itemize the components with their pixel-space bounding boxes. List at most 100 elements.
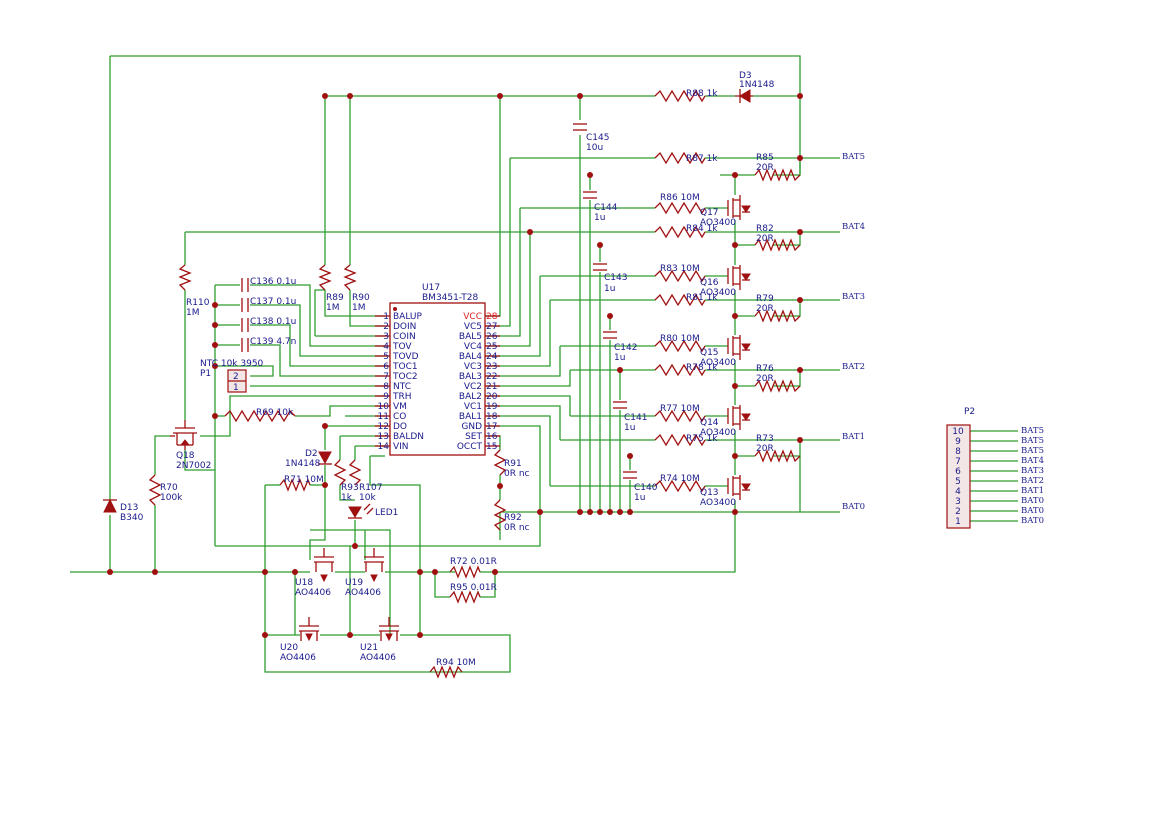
r83-label: R83 10M <box>660 264 700 274</box>
ic-pin-name: SET <box>465 432 482 442</box>
p2-pin-number: 1 <box>955 517 961 527</box>
d2-value: 1N4148 <box>285 459 321 469</box>
ic-pin-name: CO <box>393 412 406 422</box>
ic-pin-name: DOIN <box>393 322 416 332</box>
c139-label: C139 4.7n <box>250 337 296 347</box>
junction-dots <box>107 93 803 638</box>
r70-ref: R70 <box>160 483 178 493</box>
p2-pin-number: 9 <box>955 437 961 447</box>
r89-value: 1M <box>326 303 340 313</box>
p2-net-label: BAT5 <box>1021 426 1044 436</box>
c141-value: 1u <box>624 423 635 433</box>
u20-mosfet <box>299 617 319 642</box>
ic-pin-number: 18 <box>486 412 498 422</box>
ic-pin-number: 27 <box>486 322 497 332</box>
p1-connector <box>227 369 247 393</box>
r110-value: 1M <box>186 308 200 318</box>
led1-diode <box>348 503 374 519</box>
ic-pin-name: VIN <box>393 442 409 452</box>
d13-diode <box>103 498 117 513</box>
r73-ref: R73 <box>756 434 774 444</box>
c145-ref: C145 <box>586 133 609 143</box>
ic-pin-number: 13 <box>378 432 389 442</box>
c142-value: 1u <box>614 353 625 363</box>
labels: D3 1N4148 R88 1k C145 10u R87 1k R85 20R… <box>120 71 975 668</box>
ic-pin-number: 9 <box>383 392 389 402</box>
r85-value: 20R <box>756 163 774 173</box>
ic-pin-name: NTC <box>393 382 411 392</box>
ic-pin-number: 23 <box>486 362 497 372</box>
r79-ref: R79 <box>756 294 774 304</box>
p2-pin-number: 5 <box>955 477 961 487</box>
c144-value: 1u <box>594 213 605 223</box>
u19-mosfet <box>364 548 384 583</box>
ic-pin-name: VC5 <box>464 322 482 332</box>
d2-ref: D2 <box>305 449 318 459</box>
q16-ref: Q16 <box>700 278 719 288</box>
r89-ref: R89 <box>326 293 344 303</box>
ic-pin-name: DO <box>393 422 407 432</box>
c143-value: 1u <box>604 284 615 294</box>
r93-value: 1k <box>341 493 353 503</box>
r77-label: R77 10M <box>660 404 700 414</box>
ic-pin-number: 19 <box>486 402 498 412</box>
ic-pin-number: 21 <box>486 382 497 392</box>
ic-pin-name: VC2 <box>464 382 482 392</box>
r94-label: R94 10M <box>436 658 476 668</box>
r75-label: R75 1k <box>686 434 718 444</box>
u21-mosfet <box>379 617 399 642</box>
ic-pin-number: 16 <box>486 432 498 442</box>
r88-label: R88 1k <box>686 89 718 99</box>
c141-ref: C141 <box>624 413 647 423</box>
p2-net-label: BAT1 <box>1021 486 1044 496</box>
ic-pin-number: 24 <box>486 352 498 362</box>
q15-ref: Q15 <box>700 348 719 358</box>
r71-label: R71 10M <box>284 475 324 485</box>
q15-value: AO3400 <box>700 358 736 368</box>
c145-value: 10u <box>586 143 603 153</box>
r86-label: R86 10M <box>660 193 700 203</box>
u20-ref: U20 <box>280 643 298 653</box>
r107-value: 10k <box>359 493 376 503</box>
ic-pin-name: VC1 <box>464 402 482 412</box>
q14-mosfet <box>727 405 751 430</box>
ic-pin-number: 22 <box>486 372 497 382</box>
q13-ref: Q13 <box>700 488 719 498</box>
d3-ref: D3 <box>739 71 752 81</box>
ic-pin-number: 1 <box>383 312 389 322</box>
ic-pin-name: VM <box>393 402 407 412</box>
c140-value: 1u <box>634 493 645 503</box>
net-bat0: BAT0 <box>842 502 865 512</box>
ic-pin-number: 26 <box>486 332 498 342</box>
r70-value: 100k <box>160 493 183 503</box>
r78-label: R78 1k <box>686 363 718 373</box>
ic-pin-number: 8 <box>383 382 389 392</box>
c136-label: C136 0.1u <box>250 277 296 287</box>
q17-ref: Q17 <box>700 208 719 218</box>
q18-ref: Q18 <box>176 451 195 461</box>
p2-net-label: BAT0 <box>1021 496 1044 506</box>
ic-pin-name: GND <box>461 422 482 432</box>
ic-pin-name: VC3 <box>464 362 482 372</box>
u17-ref: U17 <box>422 283 440 293</box>
r95-label: R95 0.01R <box>450 583 497 593</box>
r92-ref: R92 <box>504 513 522 523</box>
q13-mosfet <box>727 475 751 500</box>
p2-net-label: BAT0 <box>1021 506 1044 516</box>
ic-pin-name: BAL1 <box>459 412 482 422</box>
q14-ref: Q14 <box>700 418 719 428</box>
r107-ref: R107 <box>359 483 382 493</box>
ic-pin-number: 14 <box>378 442 390 452</box>
capacitors <box>241 123 637 479</box>
r76-value: 20R <box>756 374 774 384</box>
r73-value: 20R <box>756 444 774 454</box>
p2-pin-number: 8 <box>955 447 961 457</box>
ic-pin-name: BAL2 <box>459 392 482 402</box>
r87-label: R87 1k <box>686 154 718 164</box>
ic-pin-name: TOVD <box>392 352 419 362</box>
r69-label: R69 10k <box>256 408 294 418</box>
p2-pin-number: 2 <box>955 507 961 517</box>
